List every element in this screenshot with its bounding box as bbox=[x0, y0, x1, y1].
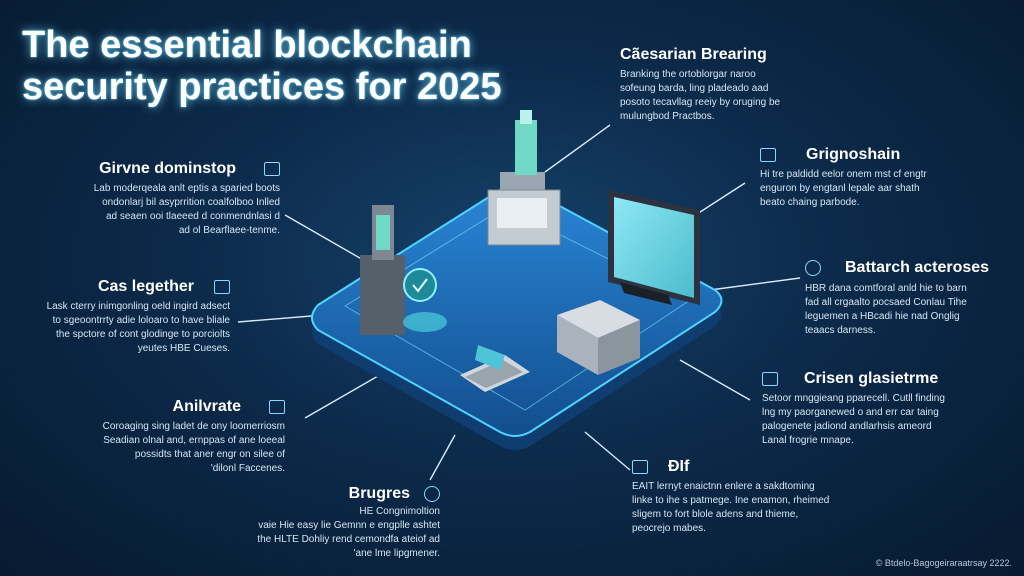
section-line: peocrejo mabes. bbox=[632, 523, 706, 534]
section-line: HE Congnimoltion bbox=[359, 506, 440, 517]
printer-icon bbox=[269, 400, 285, 414]
section-line: fad all crgaalto pocsaed Conlau Tihe bbox=[805, 297, 967, 308]
section-left-1: Girvne dominstop Lab moderqeala anlt ept… bbox=[60, 160, 280, 238]
section-left-2: Cas legether Lask cterry inimgonling oel… bbox=[8, 278, 230, 356]
section-line: beato chaing parbode. bbox=[760, 197, 860, 208]
section-line: palogenete jadiond andlarhsis ameord bbox=[762, 421, 932, 432]
clock-icon bbox=[805, 260, 821, 276]
section-heading: Battarch acteroses bbox=[845, 259, 990, 276]
section-line: sligem to fort blole adens and thieme, bbox=[632, 509, 799, 520]
monitor-icon bbox=[264, 162, 280, 176]
section-right-2: Battarch acteroses HBR dana comtforal an… bbox=[805, 260, 1010, 338]
server-tower bbox=[487, 110, 561, 246]
section-heading: Cas legether bbox=[97, 278, 194, 295]
section-line: Lanal frogrie mnape. bbox=[762, 435, 854, 446]
section-line: EAIT lernyt enaictnn enlere a sakdtoming bbox=[632, 481, 815, 492]
section-line: possidts that aner engr on silee of bbox=[134, 449, 285, 460]
section-line: Hi tre paldidd eelor onem mst cf engtr bbox=[760, 169, 927, 180]
section-right-3: Crisen glasietrme Setoor mnggieang ppare… bbox=[762, 370, 972, 448]
terminal-with-shield bbox=[360, 205, 447, 335]
section-line: Setoor mnggieang pparecell. Cutll findin… bbox=[762, 393, 945, 404]
calendar-icon bbox=[214, 280, 230, 294]
section-line: linke to ihe s patmege. Ine enamon, rhei… bbox=[632, 495, 830, 506]
section-heading: Grignoshain bbox=[806, 146, 901, 163]
document-icon bbox=[762, 372, 778, 386]
section-line: lng my paorganewed o and err car taing bbox=[762, 407, 939, 418]
section-line: ad ol Bearflaee-tenme. bbox=[178, 225, 280, 236]
section-line: 'ane lme lipgmener. bbox=[353, 548, 440, 559]
page-title: The essential blockchain security practi… bbox=[22, 24, 582, 108]
section-line: enguron by engtanl lepale aar shath bbox=[760, 183, 920, 194]
section-bottom-right: ĐIf EAIT lernyt enaictnn enlere a sakdto… bbox=[632, 458, 842, 536]
section-heading: Brugres bbox=[348, 485, 410, 502]
section-line: vaie Hie easy lie Gemnn e engplle ashtet bbox=[258, 520, 440, 531]
laptop bbox=[460, 345, 530, 392]
section-line: mulungbod Practbos. bbox=[620, 111, 715, 122]
section-line: HBR dana comtforal anld hie to barn bbox=[805, 283, 967, 294]
title-line-1: The essential blockchain bbox=[22, 24, 472, 66]
footer-credit: © Btdelo-Bagogeiraraatrsay 2222. bbox=[875, 558, 1012, 568]
section-line: ondonlarj bil asyprrition coalfolboo Inl… bbox=[102, 197, 280, 208]
section-line: the spctore of cont glodinge to porciolt… bbox=[56, 329, 230, 340]
title-line-2: security practices for 2025 bbox=[22, 66, 502, 108]
section-line: Coroaging sing ladet de ony loomerriosm bbox=[102, 421, 285, 432]
section-line: Branking the ortoblorgar naroo bbox=[620, 69, 756, 80]
globe-icon bbox=[424, 486, 440, 502]
section-line: yeutes HBE Cueses. bbox=[137, 343, 230, 354]
section-line: ad seaen ooi tlaeeed d conmendnlasi d bbox=[105, 211, 280, 222]
monitor-icon bbox=[760, 148, 776, 162]
message-icon bbox=[632, 460, 648, 474]
section-heading: Girvne dominstop bbox=[99, 160, 236, 177]
section-heading: Anilvrate bbox=[172, 398, 241, 415]
section-line: 'dilonl Faccenes. bbox=[210, 463, 285, 474]
section-line: the HLTE Dohliy rend cemondfa ateiof ad bbox=[257, 534, 440, 545]
section-line: Seadian olnal and, ernppas of ane loeeal bbox=[103, 435, 285, 446]
section-top-center: Cãesarian Brearing Branking the ortoblor… bbox=[620, 46, 795, 124]
section-line: to sgeoontrrty adie loloaro to have blia… bbox=[52, 315, 230, 326]
section-heading: ĐIf bbox=[668, 458, 690, 475]
section-left-3: Anilvrate Coroaging sing ladet de ony lo… bbox=[70, 398, 285, 476]
section-line: teaacs darness. bbox=[805, 325, 876, 336]
monitor bbox=[608, 190, 700, 305]
section-heading: Crisen glasietrme bbox=[804, 370, 939, 387]
section-line: sofeung barda, ling pladeado aad bbox=[620, 83, 769, 94]
section-line: Lab moderqeala anlt eptis a sparied boot… bbox=[93, 183, 280, 194]
section-right-1: Grignoshain Hi tre paldidd eelor onem ms… bbox=[760, 146, 960, 210]
section-heading: Cãesarian Brearing bbox=[620, 46, 767, 63]
rack-server bbox=[557, 300, 640, 375]
section-line: leguemen a HBcadi hie nad Onglig bbox=[805, 311, 960, 322]
section-bottom-center: Brugres HE Congnimoltion vaie Hie easy l… bbox=[240, 486, 440, 561]
section-line: Lask cterry inimgonling oeld ingird adse… bbox=[46, 301, 230, 312]
section-line: posoto tecavllag reeiy by oruging be bbox=[620, 97, 781, 108]
